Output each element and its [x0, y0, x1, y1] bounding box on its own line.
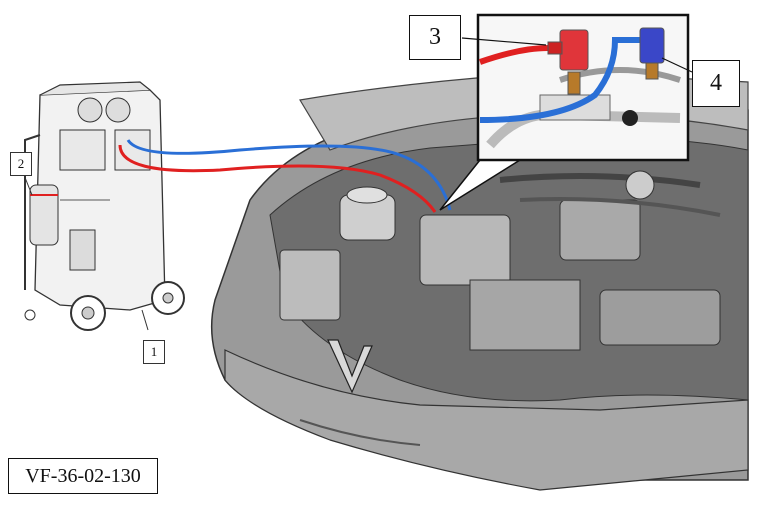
callout-4: 4	[692, 60, 740, 107]
vehicle-engine-bay	[210, 71, 749, 491]
ac-compressor-block	[419, 214, 511, 286]
refrigerant-tank	[29, 184, 59, 246]
low-side-coupler	[639, 27, 665, 64]
detail-inset	[439, 13, 690, 211]
figure-id-label: VF-36-02-130	[8, 458, 158, 494]
ac-service-machine	[24, 81, 185, 331]
callout-2: 2	[10, 152, 32, 176]
front-bumper	[224, 349, 749, 491]
vinfast-v-logo	[327, 339, 373, 394]
high-side-coupler	[559, 29, 589, 71]
callout-1: 1	[143, 340, 165, 364]
callout-3: 3	[409, 15, 461, 60]
low-pressure-hose	[126, 139, 452, 211]
high-pressure-hose	[118, 144, 437, 213]
